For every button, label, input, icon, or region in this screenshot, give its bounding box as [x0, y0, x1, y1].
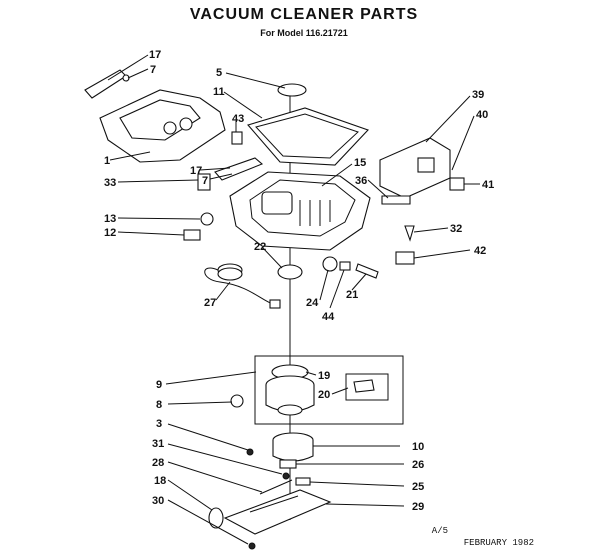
callout-20: 20 — [318, 389, 330, 401]
part-25 — [295, 477, 311, 486]
callout-9: 9 — [156, 379, 162, 391]
callout-36: 36 — [355, 175, 367, 187]
callout-41: 41 — [482, 179, 494, 191]
callout-44: 44 — [322, 311, 335, 323]
part-screw-30 — [248, 542, 256, 550]
part-ring-22 — [277, 264, 303, 280]
part-main-housing-15 — [229, 171, 371, 251]
part-8 — [230, 394, 244, 408]
part-latch-43 — [231, 131, 243, 145]
callout-25: 25 — [412, 481, 424, 493]
callout-31: 31 — [152, 438, 164, 450]
callout-33: 33 — [104, 177, 116, 189]
callout-27: 27 — [204, 297, 216, 309]
part-axle-28 — [259, 479, 293, 495]
part-handle-17 — [84, 69, 130, 99]
callout-26: 26 — [412, 459, 424, 471]
part-bracket-33 — [197, 173, 211, 191]
callout-21: 21 — [346, 289, 358, 301]
part-motor — [265, 375, 315, 416]
callout-10: 10 — [412, 441, 424, 453]
part-clip-17 — [214, 157, 264, 181]
motor-assembly-box-9 — [254, 355, 404, 425]
callout-28: 28 — [152, 457, 164, 469]
callout-13: 13 — [104, 213, 116, 225]
part-36 — [381, 195, 411, 205]
callout-39: 39 — [472, 89, 484, 101]
part-20 — [345, 373, 389, 401]
part-13 — [200, 212, 214, 226]
callout-7-top: 7 — [150, 64, 156, 76]
callout-17-mid: 17 — [190, 165, 202, 177]
sheet-number: A/5 — [431, 526, 448, 536]
leader-lines — [107, 54, 480, 545]
callout-43: 43 — [232, 113, 244, 125]
part-24 — [322, 256, 338, 272]
callout-19: 19 — [318, 370, 330, 382]
callout-30: 30 — [152, 495, 164, 507]
callout-11: 11 — [213, 86, 225, 98]
part-26 — [279, 459, 297, 469]
callout-1: 1 — [104, 155, 110, 167]
callout-29: 29 — [412, 501, 424, 513]
callout-7-mid: 7 — [202, 175, 208, 187]
part-filter-disc-5 — [277, 83, 307, 97]
callout-40: 40 — [476, 109, 488, 121]
callout-17-top: 17 — [149, 49, 161, 61]
part-fan-housing-10 — [272, 432, 314, 462]
part-42 — [395, 251, 415, 265]
callout-18: 18 — [154, 475, 166, 487]
part-screw-3 — [246, 448, 254, 456]
callout-5: 5 — [216, 67, 222, 79]
part-bottom-plate-29 — [223, 489, 332, 535]
part-switch-41 — [449, 177, 465, 191]
part-gasket-11 — [247, 107, 369, 166]
callout-12: 12 — [104, 227, 116, 239]
part-32 — [404, 225, 415, 242]
model-number: For Model 116.21721 — [260, 28, 348, 38]
revision-date: FEBRUARY 1982 — [463, 538, 534, 548]
part-top-cover-1 — [99, 89, 226, 163]
part-wheel-18 — [208, 507, 224, 529]
part-side-box-39 — [379, 137, 451, 199]
part-44 — [339, 261, 351, 271]
callout-15: 15 — [354, 157, 366, 169]
callout-labels: 17 7 5 11 39 40 43 1 17 7 15 33 36 41 13… — [104, 49, 494, 513]
callout-32: 32 — [450, 223, 462, 235]
callout-8: 8 — [156, 399, 162, 411]
part-12 — [183, 229, 201, 241]
part-21 — [355, 263, 379, 279]
part-31 — [282, 472, 290, 480]
part-cord-27 — [204, 263, 281, 309]
callout-22: 22 — [254, 241, 266, 253]
callout-24: 24 — [306, 297, 319, 309]
page-title: VACUUM CLEANER PARTS — [189, 6, 419, 23]
callout-42: 42 — [474, 245, 486, 257]
callout-3: 3 — [156, 418, 162, 430]
